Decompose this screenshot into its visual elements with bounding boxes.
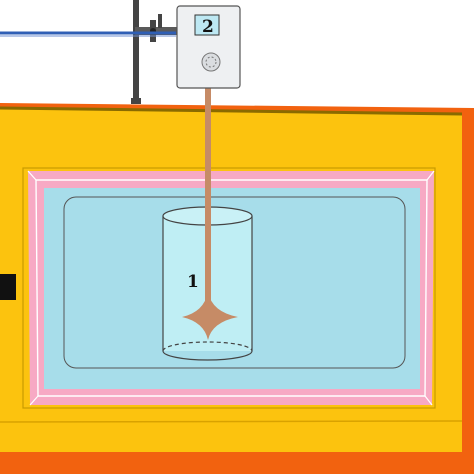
impeller-icon (182, 292, 238, 340)
stirrer-unit (176, 5, 241, 89)
cavity-outline (22, 167, 436, 409)
power-cable (0, 31, 176, 37)
left-port (0, 274, 16, 300)
stirrer-label: 2 (202, 17, 214, 37)
vessel-label: 1 (187, 272, 199, 292)
knob-icon (201, 52, 221, 72)
stirrer-shaft (205, 88, 211, 313)
